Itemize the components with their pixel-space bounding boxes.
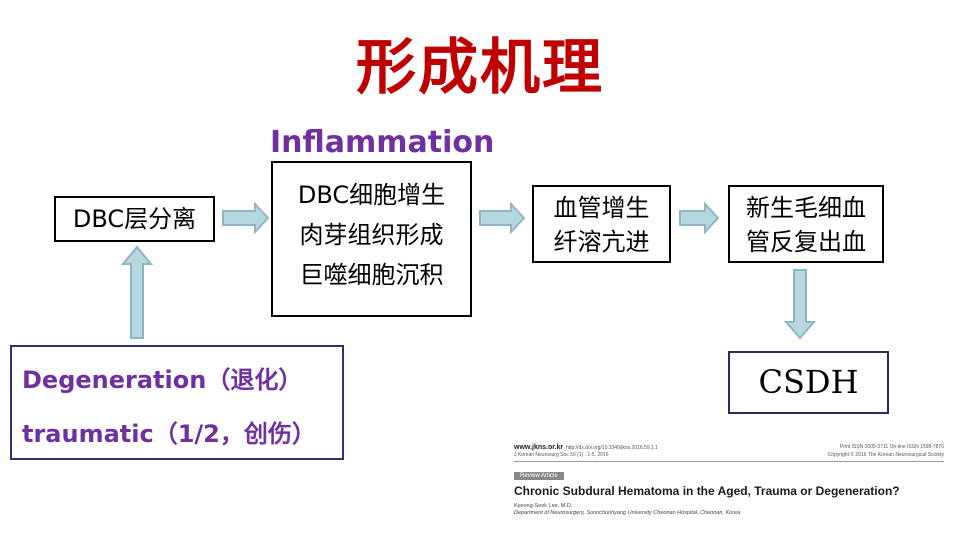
arrow-degeneration-to-dbc	[120, 245, 154, 339]
paper-rule	[514, 461, 944, 462]
inflammation-line-3: 巨噬细胞沉积	[299, 261, 444, 289]
paper-doi: http://dx.doi.org/10.3340/jkns.2016.59.1…	[565, 445, 658, 451]
capillary-bleeding-box: 新生毛细血 管反复出血	[728, 185, 884, 263]
inflammation-label: Inflammation	[270, 125, 495, 160]
dbc-separation-box: DBC层分离	[54, 196, 215, 242]
vascular-line-1: 血管增生	[553, 194, 650, 222]
slide-title: 形成机理	[356, 33, 604, 103]
arrow-dbc-to-inflammation	[222, 201, 270, 235]
paper-header-row-1: www.jkns.or.kr http://dx.doi.org/10.3340…	[514, 444, 944, 452]
arrow-capillary-to-csdh	[783, 269, 817, 340]
paper-header-row-2: J Korean Neurosurg Soc 59 (1) : 1-5, 201…	[514, 452, 944, 459]
paper-author: Kyeong-Seok Lee, M.D.	[514, 503, 573, 509]
paper-badge: Review Article	[514, 472, 564, 480]
capillary-line-2: 管反复出血	[746, 228, 866, 256]
paper-site: www.jkns.or.kr	[514, 444, 564, 451]
degeneration-box: Degeneration（退化） traumatic（1/2，创伤）	[10, 345, 344, 460]
vascular-box: 血管增生 纤溶亢进	[532, 185, 671, 263]
paper-thumbnail: www.jkns.or.kr http://dx.doi.org/10.3340…	[514, 444, 944, 536]
inflammation-box: DBC细胞增生 肉芽组织形成 巨噬细胞沉积	[271, 161, 472, 317]
arrow-vascular-to-capillary	[679, 201, 720, 235]
paper-title: Chronic Subdural Hematoma in the Aged, T…	[514, 484, 900, 498]
capillary-line-1: 新生毛细血	[746, 194, 866, 222]
paper-issn: Print ISSN 2005-3711 On-line ISSN 1598-7…	[839, 444, 944, 450]
paper-copyright: Copyright © 2016 The Korean Neurosurgica…	[827, 452, 944, 458]
paper-department: Department of Neurosurgery, Soonchunhyan…	[514, 510, 741, 516]
csdh-box: CSDH	[728, 351, 889, 414]
paper-journal: J Korean Neurosurg Soc 59 (1) : 1-5, 201…	[514, 452, 609, 458]
inflammation-line-2: 肉芽组织形成	[299, 221, 444, 249]
degeneration-line: Degeneration（退化）	[22, 366, 303, 394]
vascular-line-2: 纤溶亢进	[553, 228, 650, 256]
inflammation-line-1: DBC细胞增生	[297, 181, 446, 209]
arrow-inflammation-to-vascular	[479, 201, 526, 235]
traumatic-line: traumatic（1/2，创伤）	[22, 420, 316, 448]
